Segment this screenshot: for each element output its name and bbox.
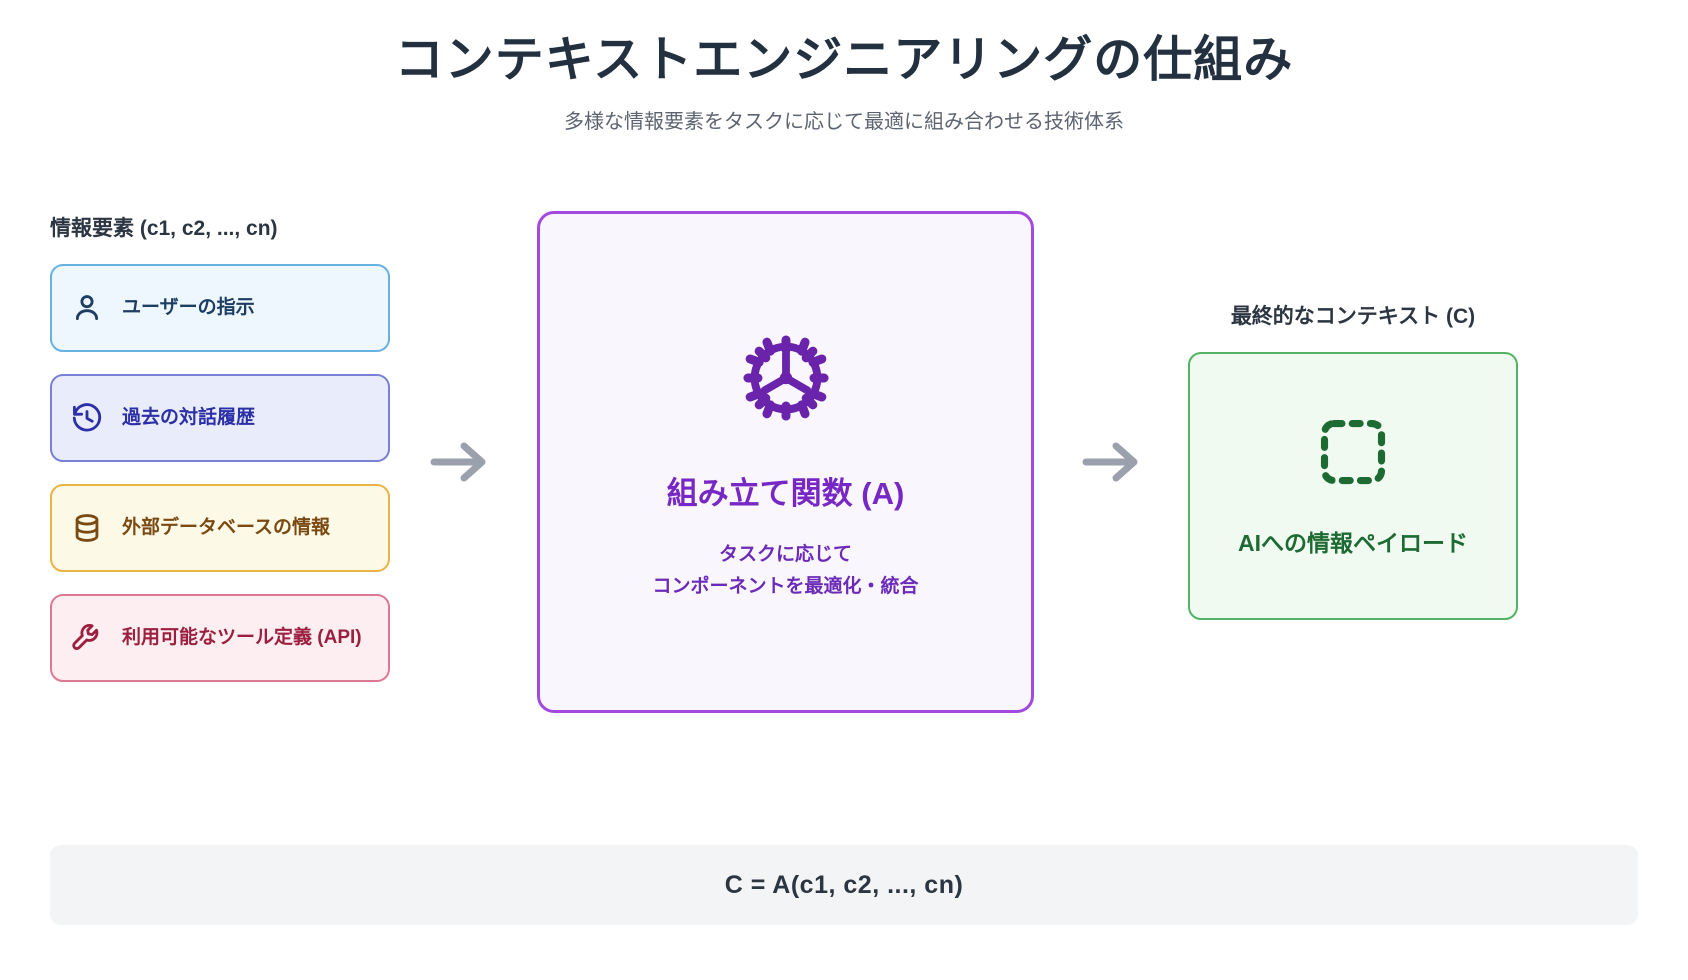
user-icon (70, 291, 104, 325)
page-title: コンテキストエンジニアリングの仕組み (394, 33, 1294, 87)
process-title: 組み立て関数 (A) (666, 476, 905, 512)
input-card-external-database[interactable]: 外部データベースの情報 (50, 484, 390, 572)
inputs-column: 情報要素 (c1, c2, ..., cn) ユーザーの指示 (50, 212, 390, 682)
output-card-payload[interactable]: AIへの情報ペイロード (1188, 352, 1518, 620)
input-card-user-instruction[interactable]: ユーザーの指示 (50, 264, 390, 352)
inputs-column-label: 情報要素 (c1, c2, ..., cn) (50, 217, 278, 240)
input-card-label: 過去の対話履歴 (122, 407, 256, 429)
database-icon (70, 511, 104, 545)
process-description: タスクに応じて コンポーネントを最適化・統合 (652, 539, 918, 602)
output-card-label: AIへの情報ペイロード (1238, 530, 1468, 556)
input-card-label: 利用可能なツール定義 (API) (122, 627, 362, 649)
formula-bar: C = A(c1, c2, ..., cn) (50, 845, 1638, 925)
formula-text: C = A(c1, c2, ..., cn) (724, 870, 964, 899)
gear-icon (730, 322, 842, 434)
diagram-header: コンテキストエンジニアリングの仕組み 多様な情報要素をタスクに応じて最適に組み合… (0, 30, 1688, 134)
arrow-right-icon-process-to-output (1080, 432, 1144, 488)
dashed-square-icon (1315, 414, 1391, 490)
output-column: 最終的なコンテキスト (C) AIへの情報ペイロード (1188, 300, 1518, 620)
input-card-label: 外部データベースの情報 (122, 517, 331, 539)
input-card-conversation-history[interactable]: 過去の対話履歴 (50, 374, 390, 462)
inputs-card-list: ユーザーの指示 過去の対話履歴 (50, 264, 390, 682)
input-card-label: ユーザーの指示 (122, 297, 255, 319)
history-clock-icon (70, 401, 104, 435)
process-panel[interactable]: 組み立て関数 (A) タスクに応じて コンポーネントを最適化・統合 (537, 211, 1034, 713)
wrench-icon (70, 621, 104, 655)
output-column-label: 最終的なコンテキスト (C) (1230, 305, 1476, 328)
input-card-tool-definitions[interactable]: 利用可能なツール定義 (API) (50, 594, 390, 682)
page-subtitle: 多様な情報要素をタスクに応じて最適に組み合わせる技術体系 (564, 111, 1124, 134)
process-description-line-1: タスクに応じて (718, 544, 852, 566)
arrow-right-icon-inputs-to-process (428, 432, 492, 488)
process-description-line-2: コンポーネントを最適化・統合 (652, 575, 919, 597)
